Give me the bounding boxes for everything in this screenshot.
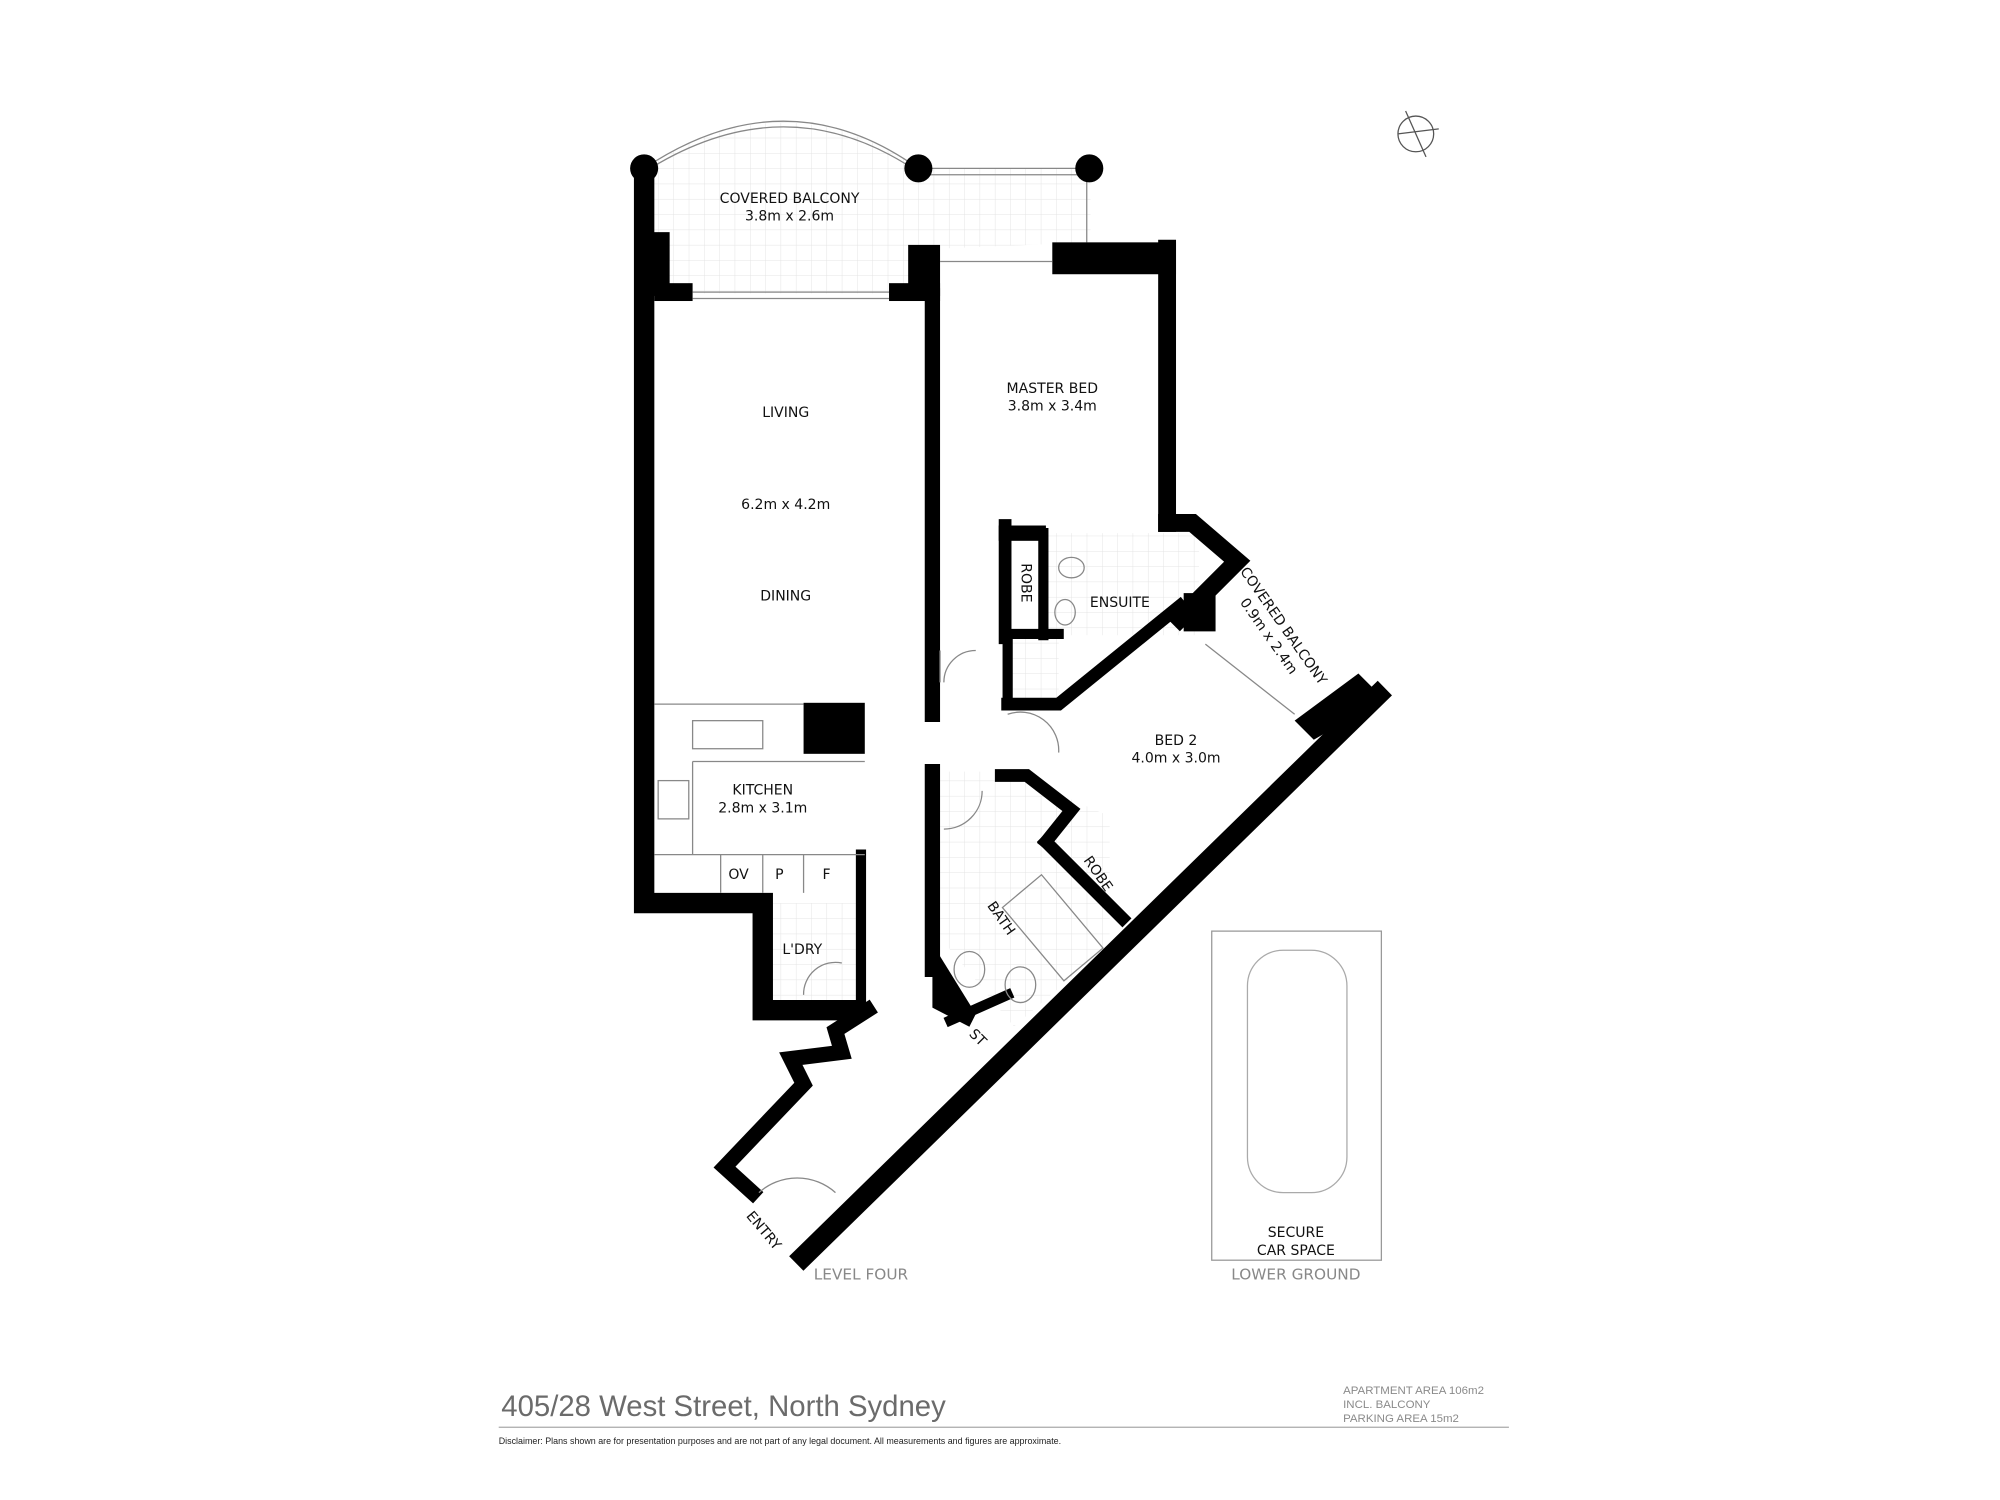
car-label-2: CAR SPACE <box>1257 1243 1335 1259</box>
balcony-floor <box>644 122 1091 294</box>
address-title: 405/28 West Street, North Sydney <box>501 1390 946 1423</box>
master-bed-label: MASTER BED <box>1007 381 1098 397</box>
fridge-label: F <box>822 867 830 883</box>
robe-label: ROBE <box>1018 563 1034 602</box>
car-space-box <box>1211 930 1383 1261</box>
pantry-label: P <box>775 867 783 883</box>
lower-ground-label: LOWER GROUND <box>1231 1265 1360 1283</box>
apartment-area: APARTMENT AREA 106m2 <box>1343 1385 1484 1397</box>
incl-balcony: INCL. BALCONY <box>1343 1399 1431 1411</box>
compass-north-icon <box>1397 110 1439 158</box>
level-four-label: LEVEL FOUR <box>814 1265 909 1283</box>
dining-label: DINING <box>760 589 811 605</box>
living-label: LIVING <box>762 405 809 421</box>
car-icon <box>1246 949 1348 1194</box>
bed2-label: BED 2 <box>1155 733 1198 749</box>
balcony-arc <box>643 120 919 169</box>
kitchen-label: KITCHEN <box>732 783 793 799</box>
column <box>904 154 933 183</box>
kitchen-size: 2.8m x 3.1m <box>718 801 807 817</box>
laundry-label: L'DRY <box>782 942 822 958</box>
oven-label: OV <box>728 867 749 883</box>
car-label-1: SECURE <box>1268 1225 1324 1241</box>
balcony-size: 3.8m x 2.6m <box>745 209 834 225</box>
parking-area: PARKING AREA 15m2 <box>1343 1413 1459 1425</box>
storage-label: ST <box>965 1026 989 1050</box>
bed2-size: 4.0m x 3.0m <box>1131 751 1220 767</box>
column <box>1075 154 1104 183</box>
ensuite-label: ENSUITE <box>1090 595 1150 611</box>
master-bed-size: 3.8m x 3.4m <box>1008 399 1097 415</box>
disclaimer: Disclaimer: Plans shown are for presenta… <box>499 1436 1061 1446</box>
walls <box>633 168 1392 1271</box>
living-size: 6.2m x 4.2m <box>741 497 830 513</box>
balcony-label: COVERED BALCONY <box>720 191 860 207</box>
entry-label: ENTRY <box>743 1208 785 1253</box>
